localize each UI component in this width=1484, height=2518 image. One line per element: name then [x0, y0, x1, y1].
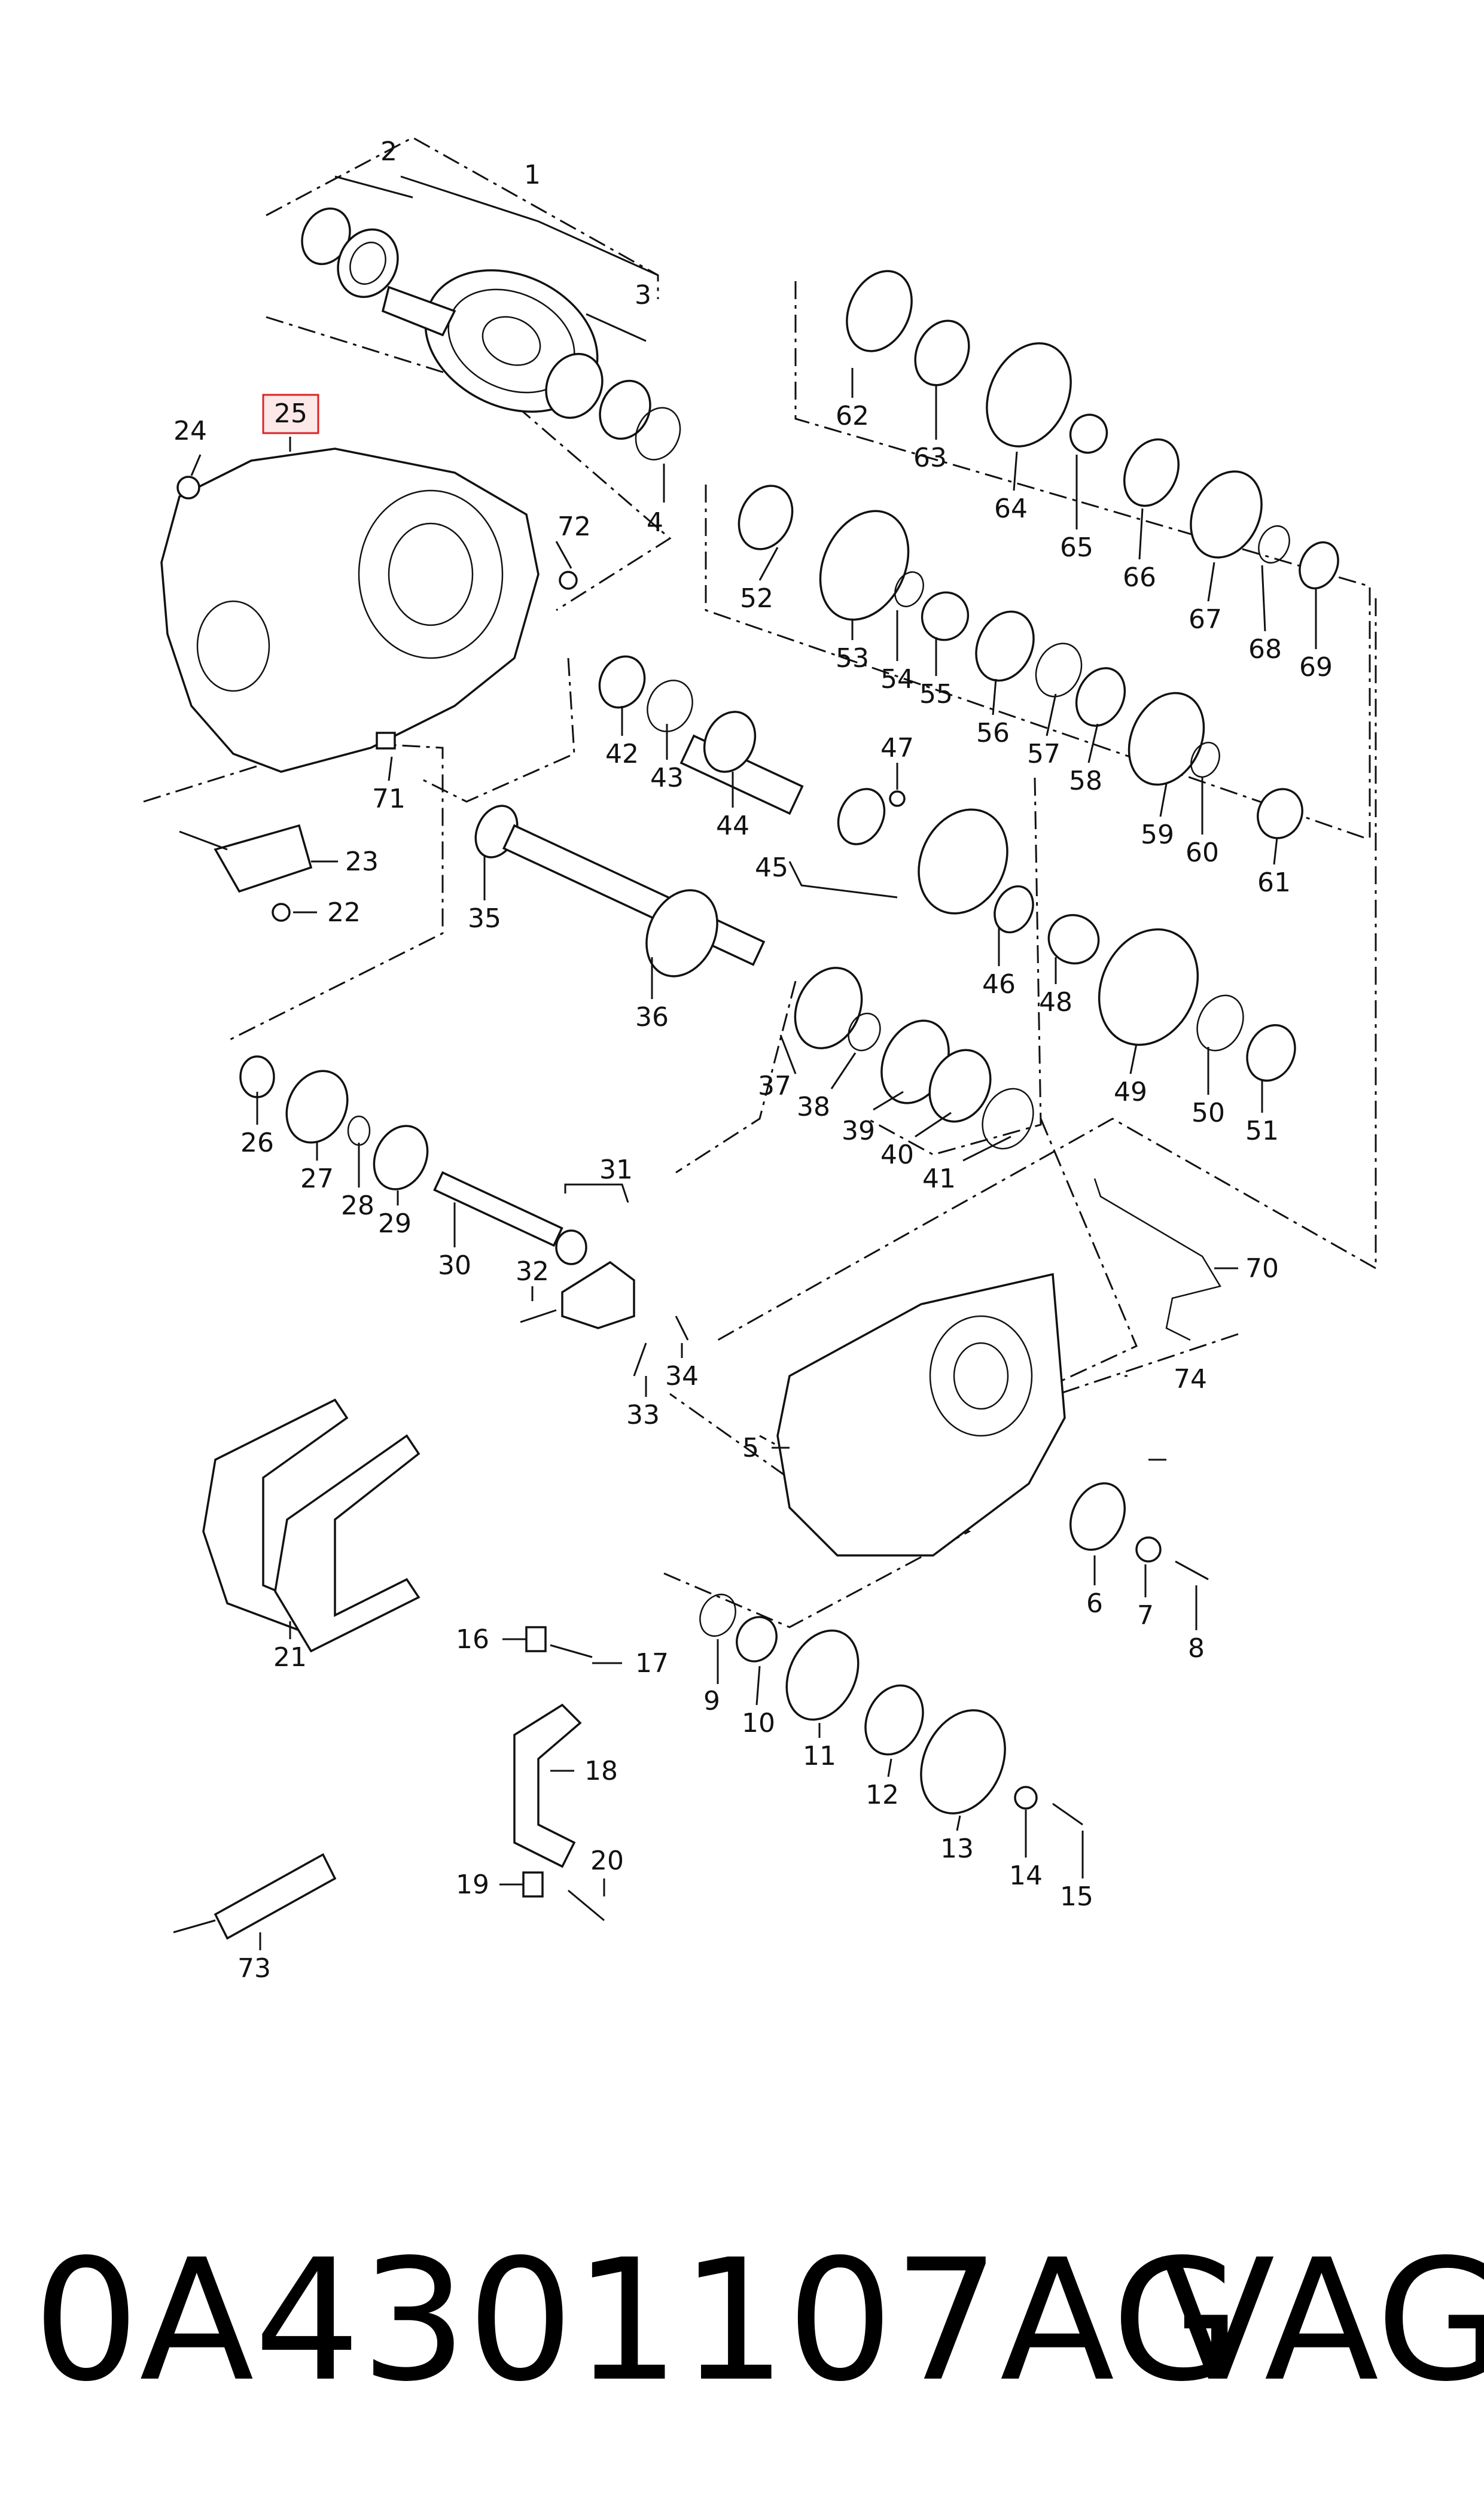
callout-53: 53	[836, 643, 869, 674]
callout-33: 33	[626, 1400, 660, 1430]
callout-23: 23	[345, 847, 379, 877]
callout-54: 54	[880, 664, 914, 695]
callout-26: 26	[240, 1128, 274, 1158]
callout-21: 21	[273, 1642, 307, 1673]
callout-56: 56	[976, 718, 1010, 748]
callout-44: 44	[716, 811, 749, 841]
callout-62: 62	[836, 401, 869, 431]
callout-28: 28	[341, 1191, 374, 1221]
callout-59: 59	[1141, 820, 1174, 850]
callout-3: 3	[635, 280, 651, 310]
callout-17: 17	[635, 1648, 669, 1679]
callout-48: 48	[1039, 987, 1072, 1018]
callout-74: 74	[1174, 1364, 1207, 1395]
callout-61: 61	[1257, 867, 1291, 898]
callout-11: 11	[803, 1741, 836, 1771]
callout-25: 25	[274, 398, 307, 429]
callout-30: 30	[438, 1250, 471, 1281]
callout-14: 14	[1009, 1861, 1043, 1891]
callout-72: 72	[557, 511, 591, 542]
callout-22: 22	[327, 897, 361, 928]
callout-27: 27	[300, 1164, 334, 1194]
callout-58: 58	[1069, 766, 1102, 796]
callout-20: 20	[590, 1846, 624, 1876]
part-drawings	[160, 207, 1339, 1940]
callout-1: 1	[524, 160, 541, 190]
caption-bar: 0A4301107AG VAG	[0, 2213, 1484, 2429]
callout-65: 65	[1060, 532, 1093, 563]
callout-37: 37	[758, 1071, 791, 1101]
callout-16: 16	[456, 1624, 489, 1655]
callout-40: 40	[880, 1140, 914, 1170]
callout-9: 9	[703, 1686, 720, 1716]
callout-29: 29	[378, 1208, 412, 1239]
callout-69: 69	[1299, 652, 1333, 683]
callout-18: 18	[584, 1756, 618, 1786]
callout-labels: 1 2 3 4 5 6 7 8 9 10 11 12 13 14 15 16 1…	[173, 136, 1333, 1984]
brand-caption: VAG	[1160, 2224, 1484, 2419]
callout-50: 50	[1192, 1098, 1225, 1128]
callout-46: 46	[982, 969, 1016, 1000]
callout-10: 10	[742, 1708, 775, 1738]
callout-67: 67	[1189, 604, 1222, 635]
leader-lines	[190, 175, 1317, 1950]
callout-70: 70	[1245, 1253, 1279, 1284]
callout-12: 12	[866, 1780, 899, 1810]
callout-5: 5	[742, 1433, 759, 1463]
callout-55: 55	[919, 679, 953, 710]
callout-36: 36	[635, 1002, 669, 1033]
highlighted-part-box	[262, 394, 319, 434]
callout-66: 66	[1123, 562, 1156, 593]
callout-42: 42	[605, 739, 639, 769]
callout-51: 51	[1245, 1116, 1279, 1146]
callout-45: 45	[755, 852, 788, 883]
callout-60: 60	[1186, 838, 1219, 868]
callout-47: 47	[880, 733, 914, 763]
callout-43: 43	[650, 763, 684, 793]
callout-8: 8	[1188, 1633, 1205, 1664]
callout-41: 41	[922, 1164, 956, 1194]
callout-32: 32	[516, 1256, 549, 1287]
callout-35: 35	[468, 903, 501, 934]
callout-63: 63	[913, 443, 947, 473]
callout-71: 71	[372, 784, 406, 814]
callout-2: 2	[380, 136, 397, 167]
callout-73: 73	[237, 1953, 271, 1984]
callout-4: 4	[647, 507, 663, 538]
callout-13: 13	[940, 1834, 974, 1864]
callout-49: 49	[1114, 1077, 1147, 1107]
callout-15: 15	[1060, 1881, 1093, 1912]
callout-68: 68	[1248, 634, 1282, 665]
callout-52: 52	[740, 583, 773, 614]
callout-31: 31	[599, 1155, 633, 1185]
callout-19: 19	[456, 1870, 489, 1900]
callout-24: 24	[173, 416, 207, 446]
callout-64: 64	[994, 494, 1028, 524]
callout-34: 34	[665, 1361, 699, 1392]
callout-57: 57	[1027, 739, 1061, 769]
callout-6: 6	[1086, 1588, 1103, 1619]
callout-39: 39	[842, 1116, 875, 1146]
callout-38: 38	[797, 1092, 830, 1122]
part-number-caption: 0A4301107AG	[33, 2224, 1242, 2419]
callout-7: 7	[1137, 1600, 1154, 1631]
